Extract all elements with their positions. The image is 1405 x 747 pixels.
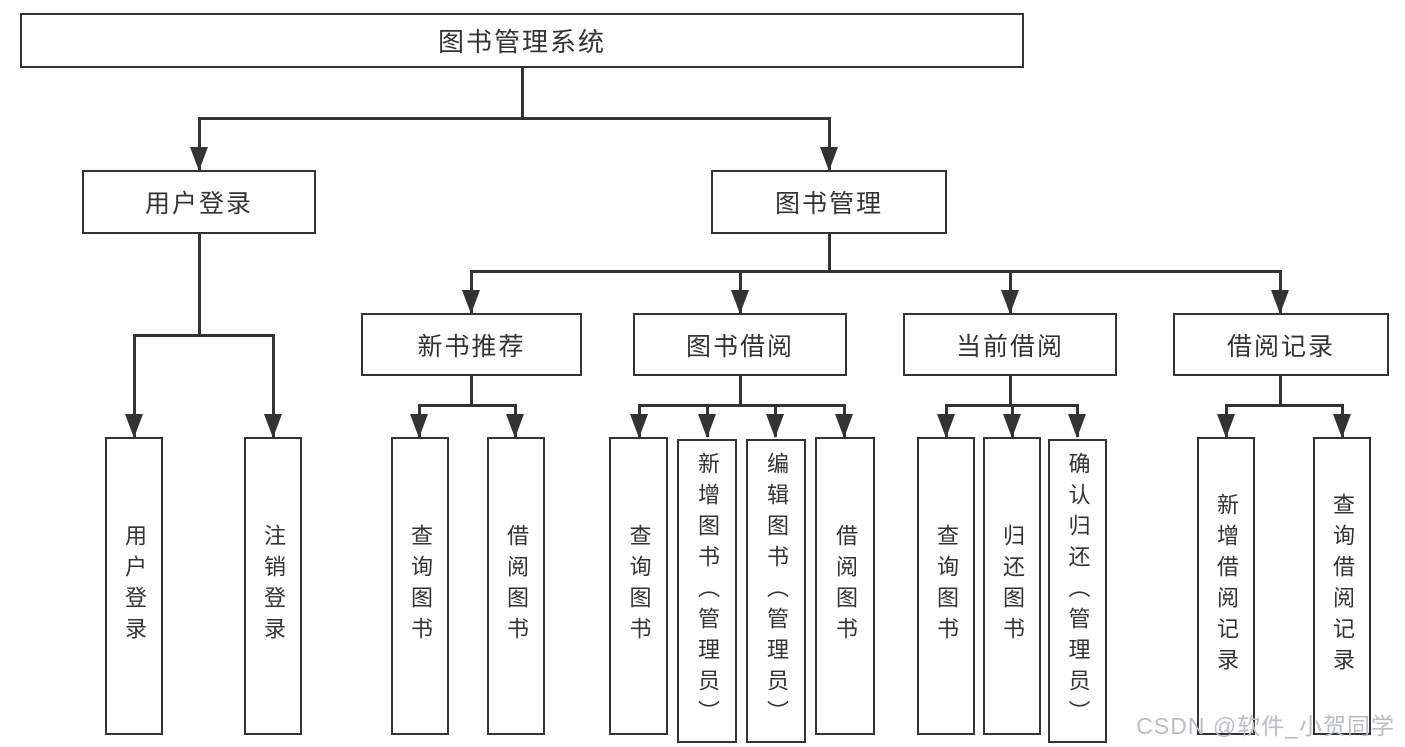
leaf-edit-books-admin-label: 编辑图书（管理员） <box>764 451 789 731</box>
arrow-down-icon <box>630 414 648 438</box>
arrow-to-current <box>1001 271 1019 314</box>
leaf-borrowing-query-books-label: 查询图书 <box>626 524 652 648</box>
arrow-to-book-mgmt <box>820 118 838 171</box>
arrow-down-icon <box>937 414 955 438</box>
node-borrow-records-label: 借阅记录 <box>1226 332 1335 361</box>
arrow-down-icon <box>462 290 480 314</box>
connector-records-trunk <box>1278 376 1282 407</box>
arrow-to-bb-borrow <box>835 405 853 438</box>
arrow-down-icon <box>410 414 428 438</box>
leaf-add-borrow-record-label: 新增借阅记录 <box>1214 493 1239 679</box>
arrow-down-icon <box>1068 414 1086 438</box>
node-new-book-recommend-label: 新书推荐 <box>417 332 526 361</box>
arrow-to-bb-add <box>698 405 716 438</box>
connector-borrowing-rail <box>637 404 846 407</box>
leaf-add-borrow-record: 新增借阅记录 <box>1197 437 1255 735</box>
arrow-to-user-login <box>190 118 208 171</box>
connector-root-trunk <box>520 68 524 118</box>
node-current-borrowing-label: 当前借阅 <box>955 332 1064 361</box>
node-root: 图书管理系统 <box>20 13 1024 68</box>
leaf-edit-books-admin: 编辑图书（管理员） <box>746 439 806 743</box>
connector-records-rail <box>1224 404 1344 407</box>
arrow-to-bb-edit <box>766 405 784 438</box>
arrow-to-cb-query <box>937 405 955 438</box>
leaf-current-query-books-label: 查询图书 <box>934 524 959 648</box>
arrow-to-cb-confirm <box>1068 405 1086 438</box>
connector-new-rec-rail <box>417 404 517 407</box>
arrow-to-log-add <box>1217 405 1235 438</box>
leaf-user-login-label: 用户登录 <box>122 524 147 648</box>
arrow-to-cb-return <box>1003 405 1021 438</box>
connector-user-login-rail <box>132 334 275 337</box>
leaf-return-books: 归还图书 <box>983 437 1041 735</box>
arrow-down-icon <box>731 290 749 314</box>
arrow-down-icon <box>1271 290 1289 314</box>
node-book-management: 图书管理 <box>711 170 947 234</box>
arrow-to-new-rec <box>462 271 480 314</box>
arrow-to-leaf-login <box>125 335 143 438</box>
leaf-confirm-return-admin: 确认归还（管理员） <box>1048 439 1107 743</box>
node-book-management-label: 图书管理 <box>774 190 883 218</box>
leaf-add-books-admin: 新增图书（管理员） <box>677 439 737 743</box>
arrow-down-icon <box>125 414 143 438</box>
node-book-borrowing: 图书借阅 <box>633 313 847 376</box>
leaf-recommend-query-books: 查询图书 <box>391 437 449 735</box>
arrow-to-borrowing <box>731 271 749 314</box>
leaf-add-books-admin-label: 新增图书（管理员） <box>695 451 720 731</box>
arrow-down-icon <box>190 147 208 171</box>
node-new-book-recommend: 新书推荐 <box>361 313 582 376</box>
leaf-borrowing-query-books: 查询图书 <box>609 437 668 735</box>
leaf-user-login: 用户登录 <box>105 437 163 735</box>
connector-user-login-trunk <box>197 233 201 337</box>
node-root-label: 图书管理系统 <box>437 27 606 57</box>
leaf-logout-label: 注销登录 <box>261 524 286 648</box>
leaf-query-borrow-record: 查询借阅记录 <box>1313 437 1371 735</box>
leaf-recommend-query-books-label: 查询图书 <box>408 524 433 648</box>
arrow-down-icon <box>506 414 524 438</box>
arrow-to-bb-query <box>630 405 648 438</box>
arrow-down-icon <box>820 147 838 171</box>
arrow-to-records <box>1271 271 1289 314</box>
arrow-down-icon <box>1003 414 1021 438</box>
arrow-down-icon <box>835 414 853 438</box>
leaf-recommend-borrow-books: 借阅图书 <box>487 437 545 735</box>
leaf-current-query-books: 查询图书 <box>917 437 975 735</box>
connector-book-mgmt-trunk <box>827 233 831 273</box>
arrow-to-rec-query <box>410 405 428 438</box>
connector-level2-rail <box>197 117 831 120</box>
arrow-to-log-query <box>1333 405 1351 438</box>
node-book-borrowing-label: 图书借阅 <box>685 332 794 361</box>
leaf-query-borrow-record-label: 查询借阅记录 <box>1330 493 1355 679</box>
node-current-borrowing: 当前借阅 <box>903 313 1117 376</box>
node-borrow-records: 借阅记录 <box>1173 313 1389 376</box>
arrow-down-icon <box>1333 414 1351 438</box>
arrow-to-leaf-logout <box>264 335 282 438</box>
csdn-watermark: CSDN @软件_小贺同学 <box>1136 713 1395 739</box>
connector-borrowing-trunk <box>738 376 742 407</box>
leaf-return-books-label: 归还图书 <box>1000 524 1025 648</box>
leaf-borrowing-borrow-books: 借阅图书 <box>815 437 875 735</box>
arrow-down-icon <box>264 414 282 438</box>
arrow-down-icon <box>1001 290 1019 314</box>
leaf-logout: 注销登录 <box>244 437 302 735</box>
leaf-confirm-return-admin-label: 确认归还（管理员） <box>1065 451 1091 731</box>
leaf-recommend-borrow-books-label: 借阅图书 <box>504 524 529 648</box>
node-user-login: 用户登录 <box>82 170 316 234</box>
connector-new-rec-trunk <box>469 376 473 407</box>
node-user-login-label: 用户登录 <box>144 190 253 218</box>
connector-current-trunk <box>1008 376 1012 407</box>
arrow-to-rec-borrow <box>506 405 524 438</box>
arrow-down-icon <box>766 414 784 438</box>
leaf-borrowing-borrow-books-label: 借阅图书 <box>833 524 858 648</box>
arrow-down-icon <box>1217 414 1235 438</box>
arrow-down-icon <box>698 414 716 438</box>
connector-level3-rail <box>469 270 1282 273</box>
